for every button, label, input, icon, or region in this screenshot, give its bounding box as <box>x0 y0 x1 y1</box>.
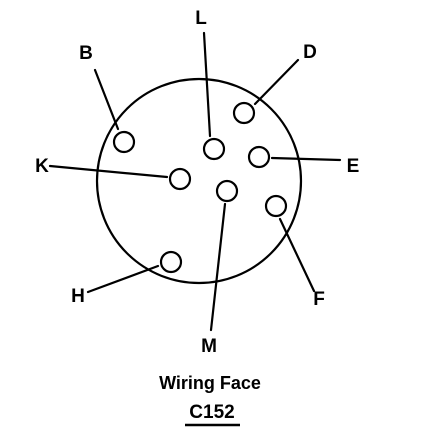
pin-cavity-d <box>232 101 256 125</box>
pin-label-k: K <box>35 156 49 177</box>
connector-id-label: C152 <box>189 402 234 423</box>
pin-cavity-k <box>168 167 192 191</box>
pin-label-l: L <box>195 8 207 29</box>
wiring-face-caption: Wiring Face <box>159 373 261 393</box>
leader-line-m <box>209 202 227 332</box>
pin-cavity-f <box>264 194 288 218</box>
leader-line-e <box>270 156 342 162</box>
pin-cavity-e <box>247 145 271 169</box>
pin-label-f: F <box>313 289 325 310</box>
leader-line-f <box>278 217 316 293</box>
pin-cavity-l <box>202 137 226 161</box>
pin-label-e: E <box>347 156 360 177</box>
leader-line-h <box>86 264 160 294</box>
pin-cavity-b <box>112 130 136 154</box>
connector-outline <box>95 77 303 285</box>
leader-line-b <box>93 68 120 131</box>
pin-cavity-m <box>215 179 239 203</box>
pin-label-h: H <box>71 286 85 307</box>
leader-line-d <box>253 58 300 106</box>
pin-label-d: D <box>303 42 317 63</box>
leader-line-k <box>48 164 169 179</box>
pin-cavity-h <box>159 250 183 274</box>
leader-line-l <box>202 31 212 138</box>
pin-label-b: B <box>79 43 93 64</box>
pin-label-m: M <box>201 336 217 357</box>
